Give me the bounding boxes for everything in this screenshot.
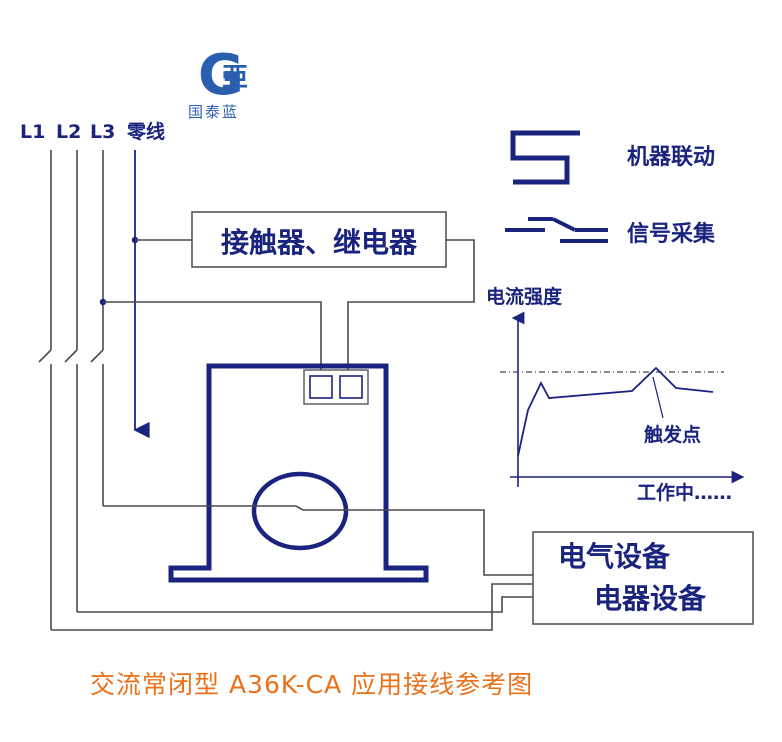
contactor-label: 接触器、继电器 (221, 226, 418, 259)
equipment-box: 电气设备 电器设备 (532, 531, 754, 625)
equipment-line1: 电气设备 (558, 540, 671, 573)
graph-ylabel: 电流强度 (486, 285, 563, 308)
trigger-label: 触发点 (644, 423, 701, 446)
signal-label: 信号采集 (627, 221, 716, 247)
current-curve (517, 366, 714, 457)
sensor-ring (251, 471, 349, 551)
logo-mark: 亞 (222, 63, 248, 93)
switch-l3 (90, 349, 104, 363)
diagram-caption: 交流常闭型 A36K-CA 应用接线参考图 (90, 670, 533, 699)
brand-name: 国泰蓝 (188, 103, 239, 121)
terminal-left (309, 375, 333, 399)
switch-l2 (64, 349, 78, 363)
sensor-body (168, 363, 429, 583)
wire-contactor-to-terminal-right (347, 239, 475, 372)
brand-logo: G 亞 国泰蓝 (188, 43, 248, 121)
line-label-l2: L2 (56, 121, 81, 143)
wire-l1-to-equipment (51, 583, 533, 631)
equipment-line2: 电器设备 (594, 582, 707, 615)
current-graph: 电流强度 触发点 工作中…… (486, 285, 745, 504)
graph-xlabel: 工作中…… (637, 481, 732, 504)
line-labels: L1 L2 L3 零线 (20, 120, 165, 143)
contactor-relay-box: 接触器、继电器 (103, 211, 475, 372)
signal-switch-icon (505, 217, 608, 243)
trigger-pointer (652, 376, 664, 419)
logo-letter: G (198, 43, 244, 108)
wire-l2-to-equipment (77, 596, 533, 613)
line-label-l3: L3 (90, 121, 115, 143)
interlock-label: 机器联动 (627, 145, 715, 170)
legend: 机器联动 信号采集 (505, 130, 716, 247)
wire-l3-through-sensor (103, 505, 533, 576)
line-label-neutral: 零线 (126, 120, 165, 143)
line-label-l1: L1 (20, 121, 45, 143)
load-wires (51, 505, 533, 631)
supply-lines (38, 150, 150, 630)
current-sensor (168, 363, 429, 583)
wire-l3-to-terminal-left (103, 301, 322, 372)
switch-l1 (38, 349, 52, 363)
terminal-right (339, 375, 363, 399)
equipment-box-frame (532, 531, 754, 625)
interlock-icon (510, 130, 580, 185)
